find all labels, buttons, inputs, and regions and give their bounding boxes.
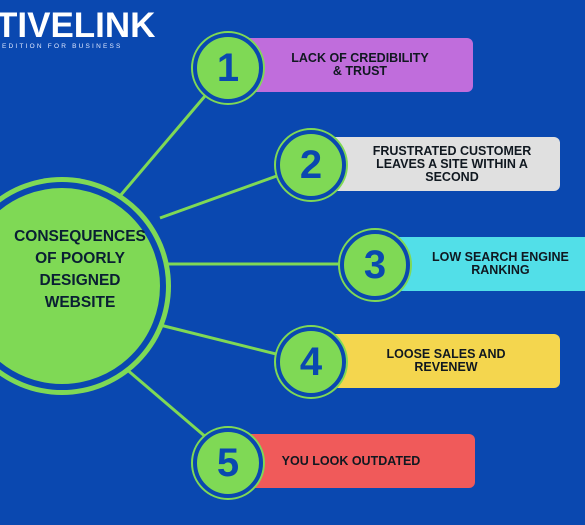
- number-badge-2: 2: [276, 130, 346, 200]
- logo-tagline: EDITION FOR BUSINESS: [2, 43, 123, 50]
- connector-line-1: [118, 75, 224, 197]
- number-2: 2: [299, 143, 323, 187]
- consequence-pill-5: YOU LOOK OUTDATED: [225, 434, 475, 488]
- number-4: 4: [299, 340, 323, 384]
- consequence-pill-1: LACK OF CREDIBILITY & TRUST: [225, 38, 473, 92]
- consequence-label-2: FRUSTRATED CUSTOMER LEAVES A SITE WITHIN…: [372, 143, 532, 184]
- consequence-pill-2: FRUSTRATED CUSTOMER LEAVES A SITE WITHIN…: [308, 137, 560, 191]
- number-5: 5: [216, 441, 240, 485]
- brand-logo: TIVELINK EDITION FOR BUSINESS: [0, 8, 155, 51]
- consequence-label-5: YOU LOOK OUTDATED: [281, 453, 421, 468]
- logo-wordmark: TIVELINK: [0, 6, 156, 45]
- number-badge-4: 4: [276, 327, 346, 397]
- consequence-label-3: LOW SEARCH ENGINE RANKING: [432, 250, 569, 277]
- consequence-pill-4: LOOSE SALES AND REVENEW: [306, 334, 560, 388]
- number-badge-1: 1: [193, 33, 263, 103]
- number-1: 1: [216, 46, 240, 90]
- consequence-label-4: LOOSE SALES AND REVENEW: [386, 347, 506, 374]
- number-badge-3: 3: [340, 230, 410, 300]
- number-badge-5: 5: [193, 428, 263, 498]
- central-topic-label: CONSEQUENCES OF POORLY DESIGNED WEBSITE: [14, 228, 146, 311]
- number-3: 3: [363, 243, 387, 287]
- central-topic-circle: [0, 182, 166, 390]
- consequence-label-1: LACK OF CREDIBILITY & TRUST: [291, 51, 429, 78]
